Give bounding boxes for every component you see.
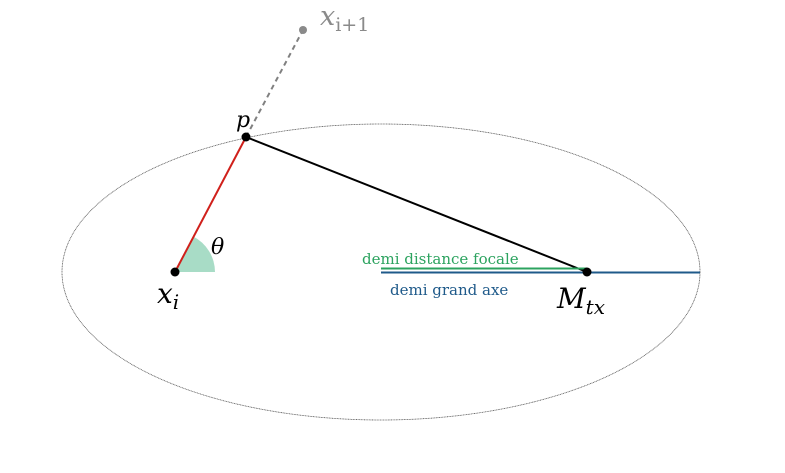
black-segment-p-to-mtx xyxy=(245,136,588,273)
red-segment-xi-to-p xyxy=(174,136,247,273)
dashed-segment-p-to-next xyxy=(245,29,304,138)
label-x-next-base: x xyxy=(320,1,335,32)
label-m-tx-sub: tx xyxy=(586,295,605,319)
point-x-i xyxy=(170,267,180,277)
point-x-next xyxy=(299,26,307,34)
label-half-focal-distance: demi distance focale xyxy=(362,250,519,268)
label-x-next: xi+1 xyxy=(320,1,369,36)
label-x-i-base: x xyxy=(157,277,173,310)
label-x-next-sub: i+1 xyxy=(335,14,369,36)
label-m-tx: Mtx xyxy=(556,282,605,319)
label-theta: θ xyxy=(211,235,224,260)
theta-angle-wedge xyxy=(175,236,215,272)
label-m-tx-base: M xyxy=(556,282,587,315)
point-p xyxy=(241,132,251,142)
point-m-tx xyxy=(582,267,592,277)
label-x-i-sub: i xyxy=(173,290,179,314)
label-p: p xyxy=(236,108,250,133)
label-half-major-axis: demi grand axe xyxy=(390,281,508,299)
label-x-i: xi xyxy=(157,277,179,314)
